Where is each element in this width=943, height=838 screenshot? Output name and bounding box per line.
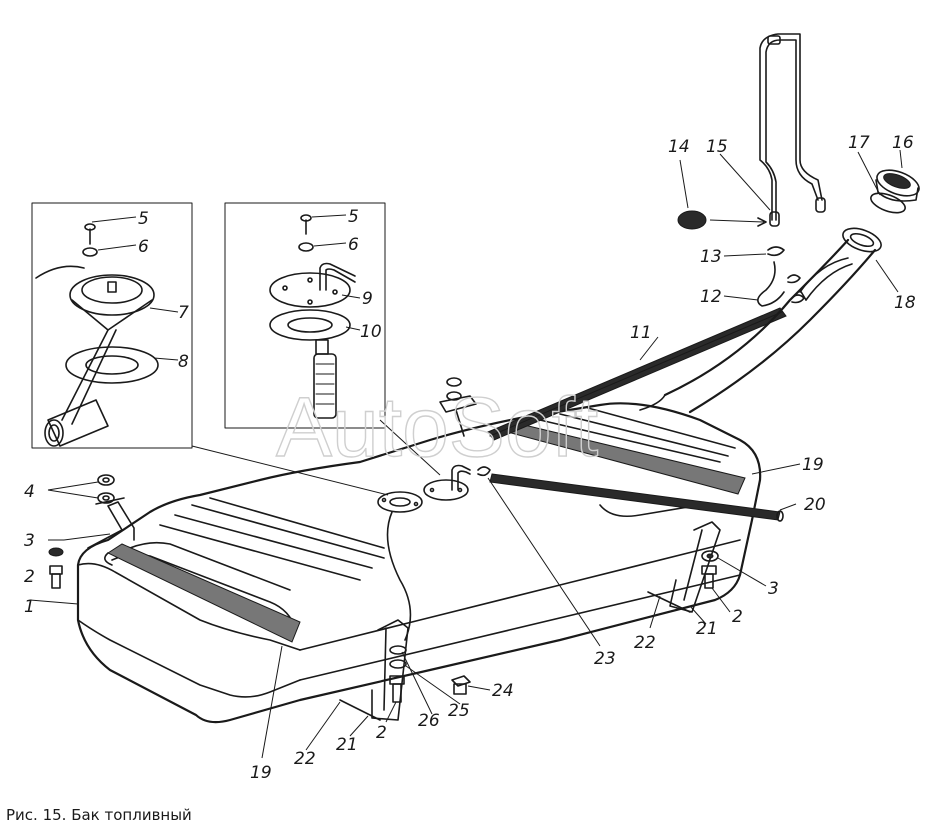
callout-17: 17 <box>848 133 870 153</box>
washers-top <box>446 377 462 401</box>
screw-part-5-left <box>84 223 96 245</box>
hose-part-11 <box>487 307 787 441</box>
figure-caption: Рис. 15. Бак топливный <box>6 806 192 824</box>
callout-21-center: 21 <box>336 735 358 755</box>
gasket-part-8 <box>65 346 159 384</box>
plug-part-24 <box>451 675 471 695</box>
callout-5-left: 5 <box>138 209 149 229</box>
callout-14: 14 <box>668 137 690 157</box>
callout-20: 20 <box>804 495 826 515</box>
washers-part-25-26 <box>389 645 407 669</box>
bolt-part-2-left <box>49 565 63 589</box>
callout-19-right: 19 <box>802 455 824 475</box>
callout-3-left: 3 <box>24 531 35 551</box>
bolt-part-2-center <box>389 675 405 703</box>
callout-13: 13 <box>700 247 722 267</box>
callout-12: 12 <box>700 287 722 307</box>
callout-10: 10 <box>360 322 382 342</box>
callout-23: 23 <box>594 649 616 669</box>
callout-22-right: 22 <box>634 633 656 653</box>
callout-1: 1 <box>24 597 35 617</box>
washer-part-6-center <box>298 242 314 252</box>
callout-2-center: 2 <box>376 723 387 743</box>
callout-21-right: 21 <box>696 619 718 639</box>
callout-3-right: 3 <box>768 579 779 599</box>
filler-neck-part-18 <box>663 227 882 414</box>
callout-15: 15 <box>706 137 728 157</box>
callout-25: 25 <box>448 701 470 721</box>
inset-left-box <box>31 202 193 449</box>
vent-pipe-part-20 <box>489 473 784 522</box>
callout-labels: 5 6 7 8 5 6 9 10 11 12 13 14 15 16 17 18… <box>24 133 916 783</box>
vent-tube-part-15 <box>759 33 826 227</box>
bolt-part-2-right <box>701 565 717 589</box>
hose-part-12 <box>757 261 785 307</box>
clamp-part-23 <box>477 466 491 477</box>
callout-6-left: 6 <box>138 237 149 257</box>
leader-lines <box>29 149 903 759</box>
bracket-part-21-right <box>647 521 721 613</box>
washers-part-4 <box>97 474 115 504</box>
callout-7: 7 <box>178 303 189 323</box>
bracket-part-21-left <box>87 497 135 549</box>
inset-center-box <box>224 202 386 429</box>
callout-8: 8 <box>178 352 189 372</box>
sleeve-part-14 <box>677 210 707 230</box>
gasket-part-10 <box>269 309 351 341</box>
seal-ring-part-17 <box>870 192 906 214</box>
intake-flange-part-9 <box>269 262 356 308</box>
callout-19-left: 19 <box>250 763 272 783</box>
washer-part-6-left <box>82 247 98 257</box>
callout-4: 4 <box>24 482 35 502</box>
callout-9: 9 <box>362 289 373 309</box>
clamp-part-13 <box>767 246 785 257</box>
intake-flange-on-tank <box>423 464 471 501</box>
washer-part-3-right <box>701 550 719 562</box>
washer-part-3-left <box>48 547 64 557</box>
level-sender-part-7 <box>69 274 155 331</box>
screw-part-5-center <box>300 214 312 235</box>
watermark-text: AutoSoft <box>276 380 598 474</box>
callout-16: 16 <box>892 133 914 153</box>
callout-22-center: 22 <box>294 749 316 769</box>
callout-5-center: 5 <box>348 207 359 227</box>
intake-filter <box>313 339 337 419</box>
sender-flange-on-tank <box>377 491 423 513</box>
callout-6-center: 6 <box>348 235 359 255</box>
callout-2-left: 2 <box>24 567 35 587</box>
callout-2-right: 2 <box>732 607 743 627</box>
sender-wire <box>386 511 412 641</box>
bracket-part-21-center <box>339 619 409 721</box>
callout-24: 24 <box>492 681 514 701</box>
callout-18: 18 <box>894 293 916 313</box>
float-part-8 <box>44 399 109 447</box>
filler-cap-part-16 <box>875 169 920 202</box>
callout-26: 26 <box>418 711 440 731</box>
callout-11: 11 <box>630 323 652 343</box>
